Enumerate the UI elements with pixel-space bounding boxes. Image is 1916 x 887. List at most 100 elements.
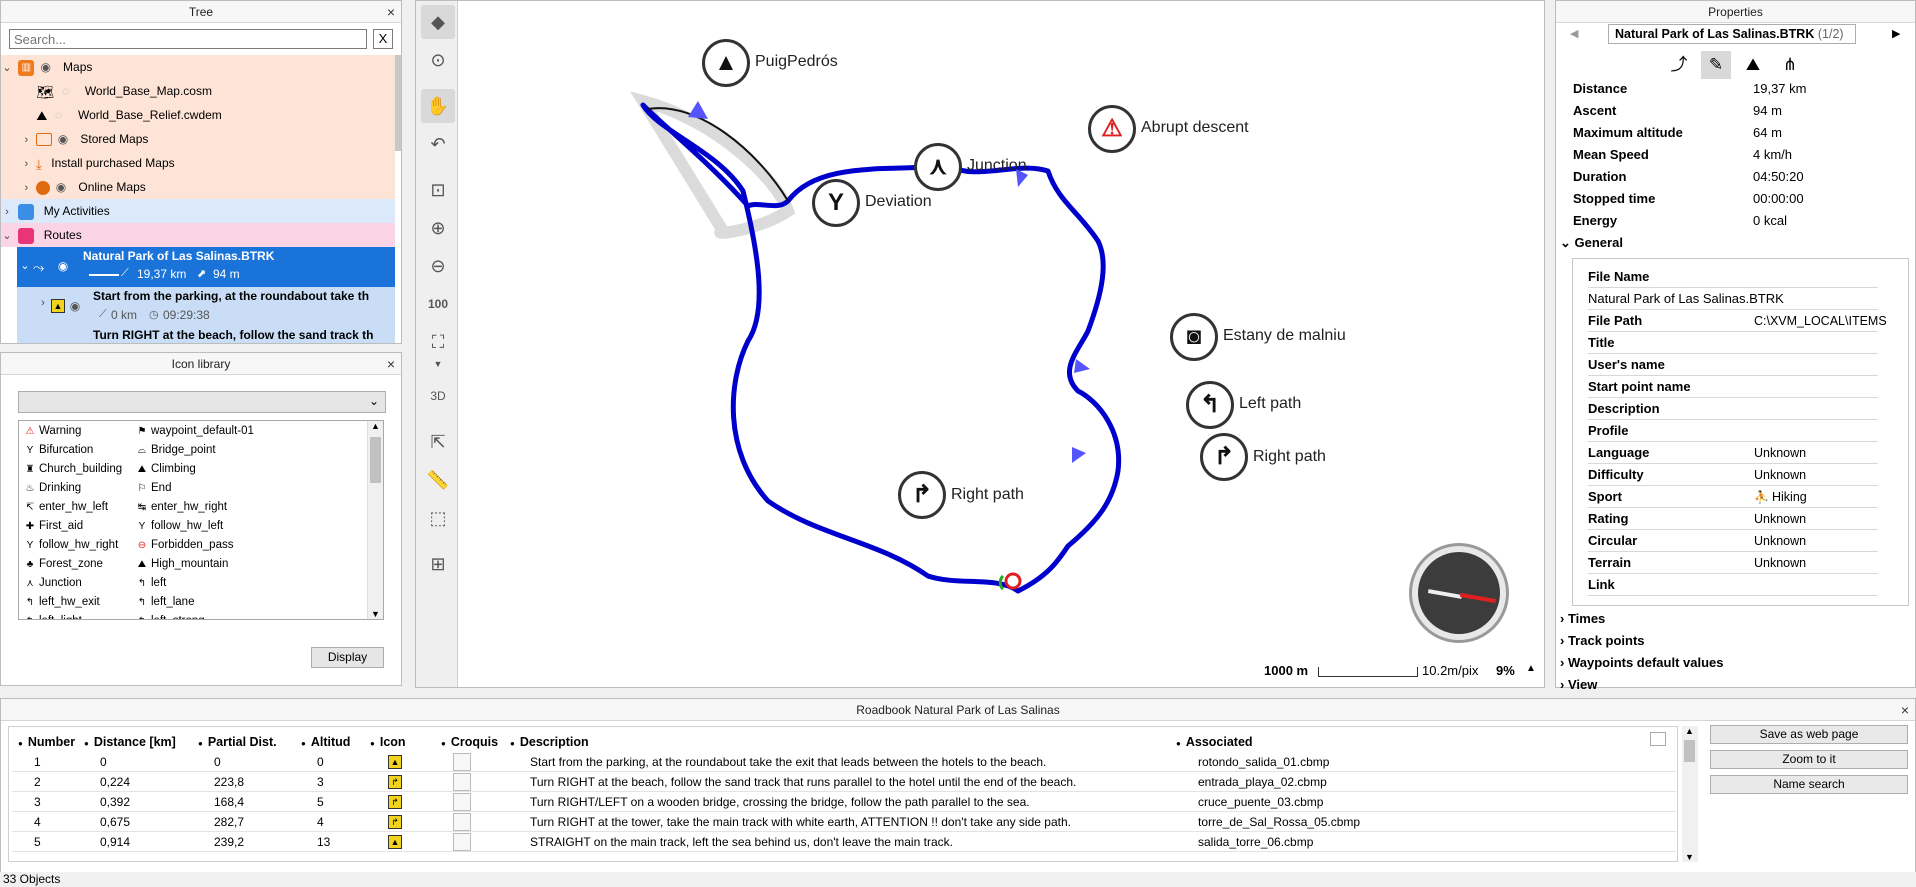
general-row[interactable]: Sport⛹Hiking (1588, 486, 1878, 508)
tab-profile-chart-icon[interactable]: ⛰ (1745, 55, 1761, 74)
zoom-up-icon[interactable]: ▲ (1526, 663, 1536, 674)
zoom-100-icon[interactable]: 100 (427, 297, 449, 311)
waypoint-junction[interactable]: ⋏ (914, 143, 962, 191)
waypoint-right-path-south[interactable]: ↱ (898, 471, 946, 519)
compass-rose[interactable] (1409, 543, 1509, 643)
icon-list-item[interactable]: ⌓Bridge_point (135, 441, 216, 460)
zoom-to-it-button[interactable]: Zoom to it (1710, 750, 1908, 769)
tab-route-info-icon[interactable]: ✎ (1701, 51, 1731, 79)
chevron-down-icon[interactable]: ⌄ (20, 260, 30, 272)
table-row[interactable] (12, 752, 1676, 772)
zoom-area-icon[interactable]: ⊡ (430, 180, 446, 200)
section-times[interactable]: › Times (1560, 608, 1605, 630)
eye-icon[interactable]: ◉ (55, 180, 67, 194)
scroll-up-icon[interactable]: ▲ (1685, 726, 1694, 736)
icon-list-item[interactable]: ⚐End (135, 479, 172, 498)
general-row[interactable]: Link (1588, 574, 1878, 596)
general-row[interactable]: Profile (1588, 420, 1878, 442)
table-row[interactable] (12, 792, 1676, 812)
zoom-out-icon[interactable]: ⊖ (430, 256, 446, 276)
scroll-thumb[interactable] (1684, 740, 1695, 762)
icon-list-item[interactable]: ↰left_strong (135, 612, 205, 619)
general-row[interactable]: File Name (1588, 266, 1878, 288)
ruler-icon[interactable]: 📏 (426, 470, 450, 490)
route-map[interactable] (458, 1, 1544, 687)
scroll-thumb[interactable] (370, 437, 381, 483)
icon-category-select[interactable]: ⌄ (18, 391, 386, 413)
waypoint-abrupt-descent[interactable]: ⚠ (1088, 105, 1136, 153)
display-button[interactable]: Display (311, 647, 384, 668)
select-pointer-icon[interactable]: ⇱ (430, 432, 446, 452)
table-row[interactable] (12, 832, 1676, 852)
zoom-in-icon[interactable]: ⊕ (430, 218, 446, 238)
fit-extent-icon[interactable]: ⛶ (431, 332, 445, 352)
chevron-right-icon[interactable]: › (1560, 655, 1568, 670)
column-settings-icon[interactable] (1650, 732, 1666, 746)
tree-item-my-activities[interactable]: › My Activities (1, 199, 395, 223)
start-end-marker[interactable] (1004, 572, 1022, 590)
waypoint-right-path-east[interactable]: ↱ (1200, 433, 1248, 481)
icon-list-item[interactable]: ↰left_hw_exit (23, 593, 100, 612)
column-header[interactable]: ●Partial Dist. (198, 733, 277, 751)
chevron-right-icon[interactable]: › (1560, 611, 1568, 626)
section-waypoints-default-values[interactable]: › Waypoints default values (1560, 652, 1724, 674)
3d-view-icon[interactable]: 3D (430, 389, 446, 403)
chevron-down-icon[interactable]: ⌄ (2, 230, 12, 242)
chevron-down-icon[interactable]: ⌄ (2, 62, 12, 74)
icon-list-item[interactable]: ⚠Warning (23, 422, 82, 441)
name-search-button[interactable]: Name search (1710, 775, 1908, 794)
section-track-points[interactable]: › Track points (1560, 630, 1645, 652)
table-row[interactable] (12, 812, 1676, 832)
more-tools-icon[interactable]: ▼ (433, 359, 443, 369)
column-header[interactable]: ●Description (510, 733, 589, 751)
icon-list-item[interactable]: ♨Drinking (23, 479, 82, 498)
chevron-right-icon[interactable]: › (1560, 677, 1568, 692)
scroll-down-icon[interactable]: ▼ (371, 609, 380, 619)
search-clear-button[interactable]: X (373, 29, 393, 49)
waypoint-left-path[interactable]: ↰ (1186, 381, 1234, 429)
croquis-thumbnail[interactable] (453, 833, 471, 851)
compass-north-icon[interactable]: ◆ (421, 5, 455, 39)
chevron-right-icon[interactable]: › (24, 158, 29, 170)
eye-hidden-icon[interactable]: ◌ (61, 84, 70, 98)
select-rect-icon[interactable]: ⬚ (429, 508, 447, 528)
icon-list-item[interactable]: ⚑waypoint_default-01 (135, 422, 254, 441)
close-icon[interactable]: × (1900, 702, 1909, 718)
property-file-selector[interactable]: Natural Park of Las Salinas.BTRK (1/2) (1608, 24, 1856, 44)
waypoint-puigpedros[interactable]: ▲ (702, 39, 750, 87)
croquis-thumbnail[interactable] (453, 773, 471, 791)
close-icon[interactable]: × (386, 356, 395, 372)
general-row[interactable]: User's name (1588, 354, 1878, 376)
tree-item-maps[interactable]: ⌄ ▥ ◉ Maps (1, 55, 395, 79)
column-header[interactable]: ●Croquis (441, 733, 498, 751)
chevron-right-icon[interactable]: › (41, 297, 45, 309)
hand-pan-icon[interactable]: ✋ (421, 89, 455, 123)
tree-item-stored-maps[interactable]: › ◉ Stored Maps (1, 127, 395, 151)
close-icon[interactable]: × (386, 4, 395, 20)
scroll-up-icon[interactable]: ▲ (371, 421, 380, 431)
icon-list-item[interactable]: ↰left_lane (135, 593, 195, 612)
scroll-down-icon[interactable]: ▼ (1685, 852, 1694, 862)
croquis-thumbnail[interactable] (453, 753, 471, 771)
tree-item-step2[interactable]: Turn RIGHT at the beach, follow the sand… (17, 327, 395, 343)
icon-list-item[interactable]: ↹enter_hw_right (135, 498, 227, 517)
tree-item-step1[interactable]: › ▲ ◉ Start from the parking, at the rou… (17, 287, 395, 327)
chevron-right-icon[interactable]: › (1560, 633, 1568, 648)
column-header[interactable]: ●Number (18, 733, 75, 751)
map-view[interactable]: ◆ ⊙ ✋ ↶ ⊡ ⊕ ⊖ 100 ⛶ ▼ 3D ⇱ 📏 ⬚ ⊞ ▲ PuigP… (415, 0, 1545, 688)
tree-item-routes[interactable]: ⌄ Routes (1, 223, 395, 247)
column-header[interactable]: ●Icon (370, 733, 406, 751)
column-header[interactable]: ●Altitud (301, 733, 350, 751)
croquis-thumbnail[interactable] (453, 793, 471, 811)
icon-list-item[interactable]: ⛰Climbing (135, 460, 196, 479)
tree-scrollbar[interactable] (395, 55, 401, 151)
chevron-right-icon[interactable]: › (5, 206, 9, 218)
